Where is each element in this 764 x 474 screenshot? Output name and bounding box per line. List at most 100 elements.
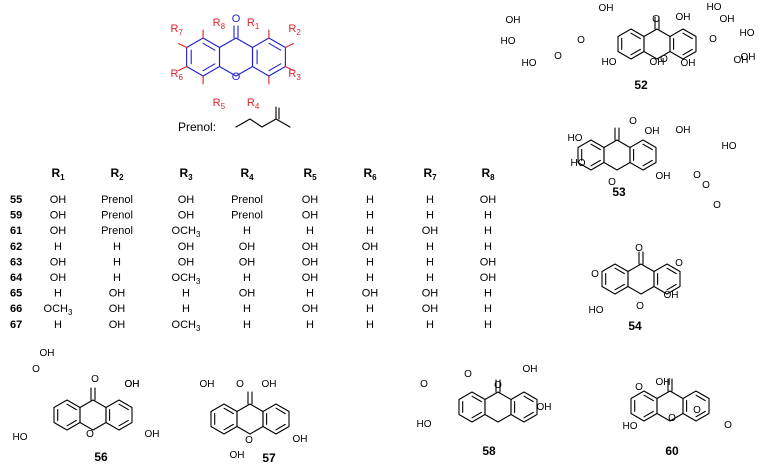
double-bond	[643, 394, 654, 402]
substituent-label: O	[693, 405, 701, 416]
table-cell: H	[243, 272, 251, 284]
substituent-label: O	[236, 379, 244, 390]
table-cell: OH	[239, 241, 256, 253]
compound-id: 63	[10, 256, 22, 268]
compound-53-carbonyl	[614, 127, 620, 141]
substituent-bond	[178, 65, 188, 72]
substituent-label: OH	[734, 55, 749, 66]
table-cell: H	[243, 303, 251, 315]
substituent-label: O	[702, 180, 710, 191]
double-bond	[682, 32, 693, 40]
substituent-label: OH	[664, 290, 679, 301]
compound-60-ring-right	[682, 390, 710, 422]
scaffold-carbonyl	[233, 25, 239, 39]
table-cell: OH	[178, 256, 195, 268]
table-cell: OH	[302, 241, 319, 253]
double-bond	[202, 42, 216, 51]
table-cell: OH	[302, 272, 319, 284]
double-bond	[471, 411, 482, 419]
table-cell: H	[366, 225, 374, 237]
table-cell: H	[484, 319, 492, 331]
substituent-label: OH	[262, 379, 277, 390]
table-cell: OH	[109, 288, 126, 300]
substituent-label: OH	[125, 379, 140, 390]
double-bond	[523, 411, 534, 419]
substituent-label: HO	[568, 133, 583, 144]
substituent-label: HO	[722, 141, 737, 152]
compound-number: 53	[612, 185, 626, 199]
compound-57-carbonyl	[247, 391, 253, 405]
double-bond	[682, 48, 693, 56]
substituent-bond	[178, 42, 188, 49]
prenol-label: Prenol:	[178, 120, 216, 134]
r-group-label: R5	[213, 97, 226, 111]
substituent-label: O	[86, 429, 94, 440]
substituent-label: O	[652, 14, 660, 25]
double-bond	[590, 159, 601, 167]
substituent-label: O	[245, 435, 253, 446]
compound-58-ring-center	[484, 391, 512, 423]
table-header: R2	[110, 166, 124, 182]
substituent-label: OH	[40, 348, 55, 359]
r-group-label: R1	[247, 17, 260, 31]
r-group-label: R7	[171, 23, 184, 37]
table-cell: H	[484, 288, 492, 300]
compound-number: 57	[262, 451, 276, 465]
r-group-label: R8	[213, 17, 226, 31]
substituent-label: HO	[522, 58, 537, 69]
table-cell: OH	[422, 225, 439, 237]
table-header: R3	[179, 166, 193, 182]
table-cell: OH	[178, 194, 195, 206]
table-cell: Prenol	[101, 210, 133, 222]
compound-54-ring-center	[627, 263, 655, 295]
r-group-label: R4	[247, 97, 260, 111]
double-bond	[471, 395, 482, 403]
substituent-label: HO	[417, 419, 432, 430]
table-cell: Prenol	[231, 194, 263, 206]
table-cell: OH	[362, 288, 379, 300]
compound-number: 56	[94, 450, 108, 464]
double-bond	[666, 283, 677, 291]
substituent-label: O	[635, 243, 643, 254]
table-cell: H	[366, 303, 374, 315]
substituent-label: O	[660, 54, 668, 65]
double-bond	[275, 423, 286, 431]
substituent-label: OH	[599, 3, 614, 14]
substituent-label: O	[91, 374, 99, 385]
substituent-label: O	[420, 379, 428, 390]
table-cell: H	[306, 288, 314, 300]
substituent-label: O	[636, 301, 644, 312]
double-bond	[268, 63, 282, 72]
table-cell: H	[366, 272, 374, 284]
table-cell: H	[426, 241, 434, 253]
table-cell: H	[426, 194, 434, 206]
table-cell: H	[182, 303, 190, 315]
compound-57-ring-right	[262, 403, 290, 435]
double-bond	[666, 267, 677, 275]
compound-id: 66	[10, 303, 22, 315]
substituent-label: O	[608, 177, 616, 188]
table-cell: OH	[50, 272, 67, 284]
table-cell: OH	[302, 256, 319, 268]
double-bond	[223, 407, 234, 415]
double-bond	[614, 267, 625, 275]
table-cell: OCH3	[172, 272, 201, 286]
substituent-label: HO	[589, 305, 604, 316]
r-group-label: R2	[288, 23, 301, 37]
substituent-label: OH	[656, 171, 671, 182]
table-header: R7	[423, 166, 437, 182]
table-cell: OH	[109, 319, 126, 331]
compound-id: 61	[10, 225, 22, 237]
substituent-label: HO	[602, 57, 617, 68]
double-bond	[118, 403, 129, 411]
compound-57-ring-center	[236, 403, 264, 435]
substituent-label: O	[464, 369, 472, 380]
substituent-label: OH	[145, 429, 160, 440]
table-cell: H	[366, 210, 374, 222]
table-cell: H	[243, 319, 251, 331]
substituent-label: OH	[720, 14, 735, 25]
r-group-label: R3	[288, 68, 301, 82]
substituent-label: OH	[537, 402, 552, 413]
substituent-label: O	[675, 258, 683, 269]
